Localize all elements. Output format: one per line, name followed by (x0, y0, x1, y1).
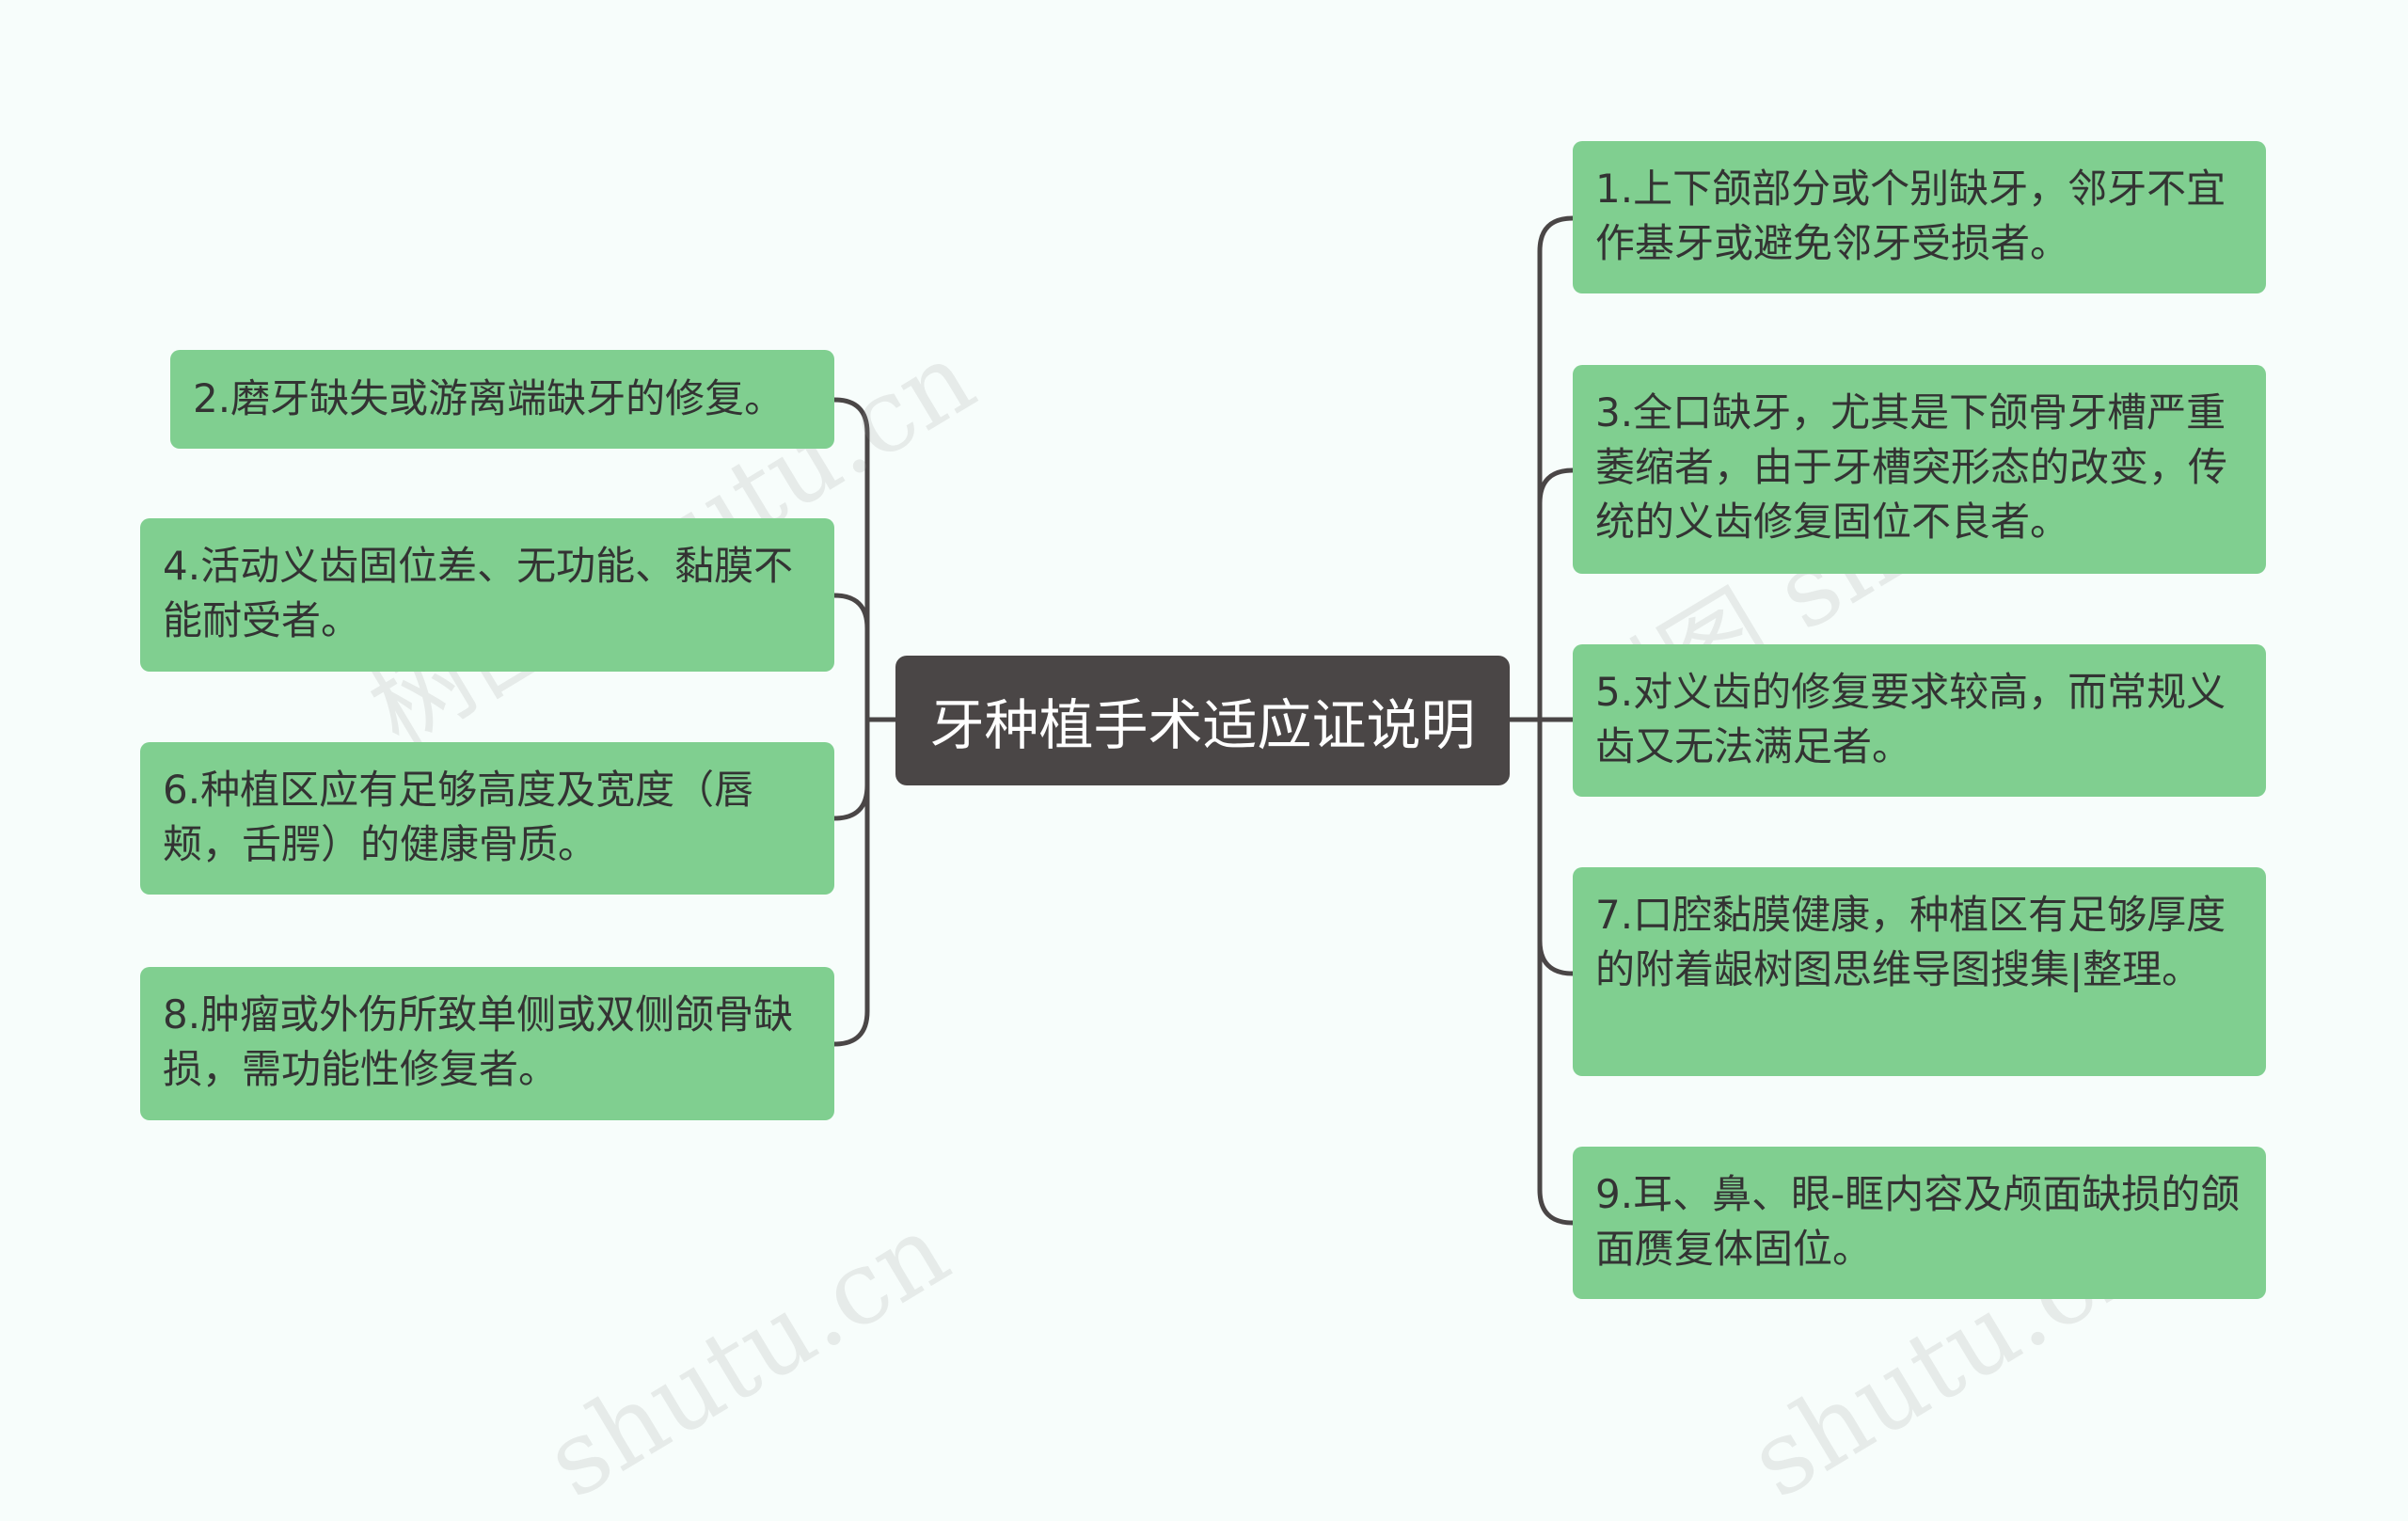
right-item-7[interactable]: 7.口腔黏膜健康，种植区有足够厚度的附着龈树图思维导图搜集|整理。 (1573, 867, 2266, 1076)
left-item-2[interactable]: 2.磨牙缺失或游离端缺牙的修复。 (170, 350, 834, 449)
mind-map: 树图 shutu.cn 树图 shutu.cn shutu.cn shutu.c… (140, 141, 2266, 1521)
center-topic[interactable]: 牙种植手术适应证说明 (895, 656, 1510, 785)
left-connector-4 (832, 593, 870, 631)
right-item-3[interactable]: 3.全口缺牙，尤其是下颌骨牙槽严重萎缩者，由于牙槽突形态的改变，传统的义齿修复固… (1573, 365, 2266, 574)
right-item-9[interactable]: 9.耳、鼻、眼-眶内容及颅面缺损的颌面赝复体固位。 (1573, 1147, 2266, 1299)
left-item-6[interactable]: 6.种植区应有足够高度及宽度（唇颊，舌腭）的健康骨质。 (140, 742, 834, 895)
right-item-5[interactable]: 5.对义齿的修复要求较高，而常规义齿又无法满足者。 (1573, 644, 2266, 797)
connector-lines (832, 215, 1576, 1226)
left-branch-line (832, 397, 870, 1047)
right-connector-3 (1537, 467, 1576, 506)
left-item-4[interactable]: 4.活动义齿固位差、无功能、黏膜不能耐受者。 (140, 518, 834, 672)
right-item-1[interactable]: 1.上下颌部分或个别缺牙，邻牙不宜作基牙或避免邻牙受损者。 (1573, 141, 2266, 293)
left-item-8[interactable]: 8.肿瘤或外伤所致单侧或双侧颌骨缺损，需功能性修复者。 (140, 967, 834, 1120)
left-connector-6 (832, 783, 870, 821)
right-connector-7 (1537, 938, 1576, 976)
